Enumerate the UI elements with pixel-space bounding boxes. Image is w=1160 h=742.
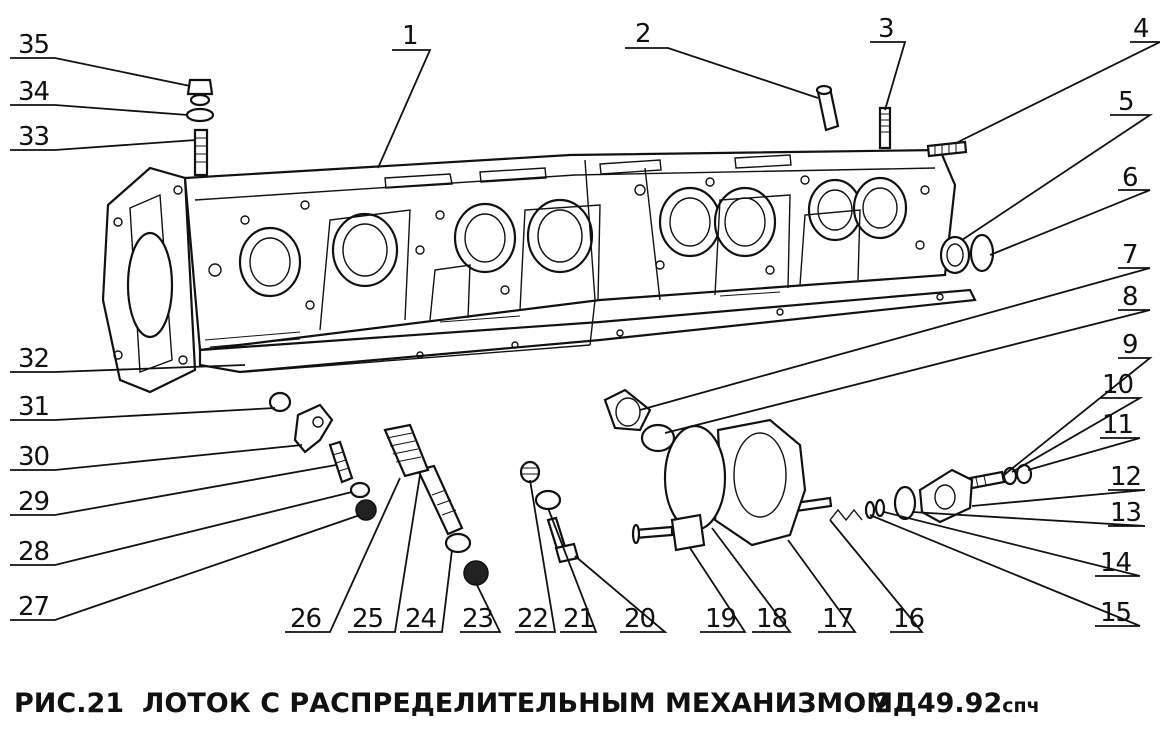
- callout-numbers: 1 2 3 4 5 6 7 8 9 10 11 12 13 14 15 16 1…: [18, 14, 1150, 634]
- callout-9: 9: [1122, 330, 1138, 360]
- callout-1: 1: [402, 21, 418, 51]
- drawing-code: 2Д49.92спч: [874, 688, 1040, 719]
- callout-17: 17: [822, 604, 853, 634]
- callout-29: 29: [18, 487, 49, 517]
- callout-4: 4: [1133, 14, 1149, 44]
- callout-11: 11: [1102, 410, 1133, 440]
- callout-24: 24: [405, 604, 437, 634]
- callout-33: 33: [18, 122, 49, 152]
- loose-parts: [185, 78, 1033, 586]
- bearing-bores: [238, 176, 908, 298]
- figure-number: РИС.21: [14, 688, 125, 719]
- callout-13: 13: [1110, 498, 1141, 528]
- callout-2: 2: [635, 19, 651, 49]
- callout-25: 25: [352, 604, 383, 634]
- callout-15: 15: [1100, 598, 1131, 628]
- callout-12: 12: [1110, 462, 1141, 492]
- callout-10: 10: [1102, 370, 1133, 400]
- figure-caption: РИС.21 ЛОТОК С РАСПРЕДЕЛИТЕЛЬНЫМ МЕХАНИЗ…: [14, 688, 1154, 728]
- callout-30: 30: [18, 442, 49, 472]
- callout-35: 35: [18, 30, 49, 60]
- callout-20: 20: [624, 604, 655, 634]
- callout-28: 28: [18, 537, 49, 567]
- callout-21: 21: [563, 604, 594, 634]
- callout-16: 16: [893, 604, 924, 634]
- drawing-code-main: 2Д49.92: [874, 688, 1003, 719]
- camshaft-housing: [101, 148, 977, 394]
- callout-31: 31: [18, 392, 49, 422]
- drawing-code-suffix: спч: [1002, 695, 1040, 717]
- callout-8: 8: [1122, 282, 1138, 312]
- callout-5: 5: [1118, 87, 1134, 117]
- callout-7: 7: [1122, 240, 1138, 270]
- callout-6: 6: [1122, 163, 1138, 193]
- callout-26: 26: [290, 604, 321, 634]
- callout-19: 19: [705, 604, 736, 634]
- leader-lines: [10, 41, 1160, 633]
- callout-14: 14: [1100, 548, 1132, 578]
- callout-22: 22: [517, 604, 548, 634]
- callout-23: 23: [462, 604, 493, 634]
- callout-34: 34: [18, 77, 50, 107]
- callout-3: 3: [878, 14, 894, 44]
- callout-18: 18: [756, 604, 787, 634]
- figure-title: ЛОТОК С РАСПРЕДЕЛИТЕЛЬНЫМ МЕХАНИЗМОМ: [142, 688, 894, 719]
- callout-32: 32: [18, 344, 49, 374]
- bolt-holes: [208, 175, 944, 359]
- callout-27: 27: [18, 592, 49, 622]
